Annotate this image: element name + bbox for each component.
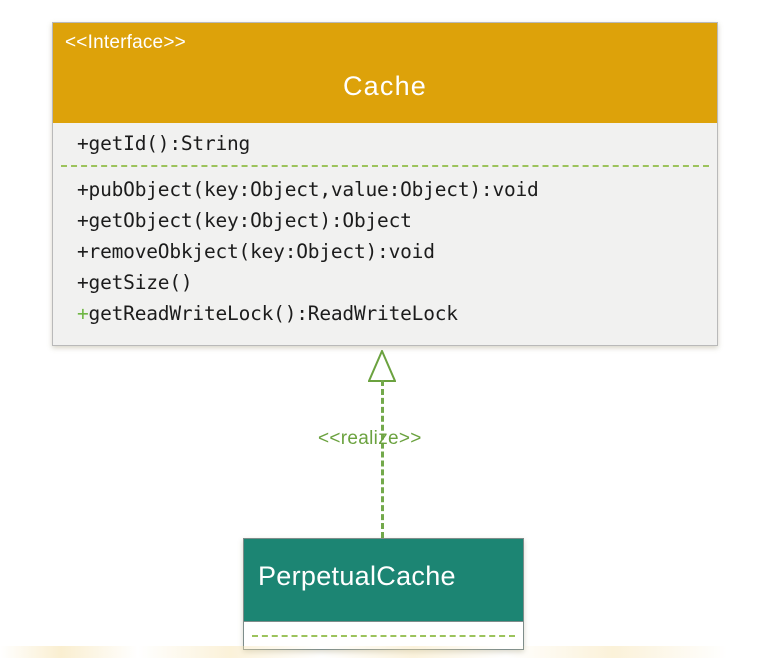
cache-operations-compartment: +pubObject(key:Object,value:Object):void… bbox=[53, 169, 717, 333]
realize-connector-line bbox=[381, 380, 384, 538]
member-text: +removeObkject(key:Object):void bbox=[77, 240, 435, 263]
class-member-row[interactable]: +getSize() bbox=[53, 267, 717, 298]
class-member-row[interactable]: +getObject(key:Object):Object bbox=[53, 205, 717, 236]
cache-stereotype-label: <<Interface>> bbox=[65, 32, 186, 53]
member-text: +getObject(key:Object):Object bbox=[77, 209, 412, 232]
member-text: +pubObject(key:Object,value:Object):void bbox=[77, 178, 539, 201]
member-text: +getId():String bbox=[77, 132, 251, 155]
cache-header: <<Interface>> Cache bbox=[53, 23, 717, 123]
class-member-row[interactable]: +pubObject(key:Object,value:Object):void bbox=[53, 174, 717, 205]
uml-class-perpetualcache[interactable]: PerpetualCache bbox=[243, 538, 524, 650]
perpetualcache-header: PerpetualCache bbox=[244, 539, 523, 621]
member-text: +getSize() bbox=[77, 271, 193, 294]
realize-relationship-label: <<realize>> bbox=[318, 428, 422, 449]
compartment-separator bbox=[252, 634, 515, 637]
compartment-separator bbox=[61, 165, 709, 167]
class-member-row[interactable]: +getId():String bbox=[53, 128, 717, 159]
cache-class-name: Cache bbox=[342, 71, 428, 101]
member-text: getReadWriteLock():ReadWriteLock bbox=[88, 302, 458, 325]
uml-class-cache[interactable]: <<Interface>> Cache +getId():String +pub… bbox=[52, 22, 718, 346]
class-member-row[interactable]: +removeObkject(key:Object):void bbox=[53, 236, 717, 267]
class-member-row-highlighted[interactable]: +getReadWriteLock():ReadWriteLock bbox=[53, 298, 717, 329]
perpetualcache-class-name: PerpetualCache bbox=[258, 561, 456, 591]
cache-attributes-compartment: +getId():String bbox=[53, 123, 717, 163]
perpetualcache-members-compartment bbox=[244, 621, 523, 649]
member-visibility-marker: + bbox=[77, 302, 89, 325]
